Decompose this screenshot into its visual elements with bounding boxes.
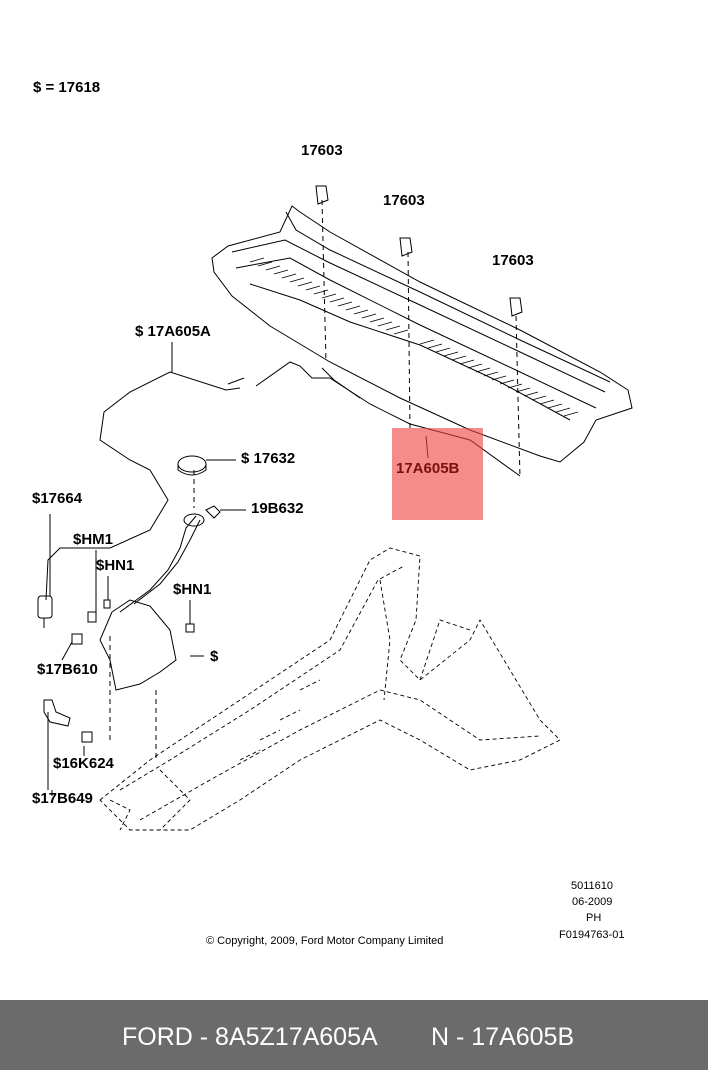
cowl-panel xyxy=(211,205,633,463)
callout-screw-hn1-b: $HN1 xyxy=(173,581,212,598)
copyright: © Copyright, 2009, Ford Motor Company Li… xyxy=(206,935,444,947)
pump-shape xyxy=(37,595,53,619)
callout-bolt-a: 17603 xyxy=(301,142,343,159)
callout-hose-b: 17A605B xyxy=(396,460,460,477)
reservoir xyxy=(99,599,177,691)
drawing-number: 5011610 xyxy=(571,880,614,892)
callout-bolt-c: 17603 xyxy=(492,252,534,269)
cap-shape xyxy=(177,455,207,473)
footer-part-number: FORD - 8A5Z17A605A xyxy=(122,1023,378,1051)
callout-bolt-b: 17603 xyxy=(383,192,425,209)
hose-a xyxy=(45,371,241,601)
frame-rail xyxy=(99,547,561,831)
callout-connector: $17B649 xyxy=(32,790,93,807)
callout-hose-a: $ 17A605A xyxy=(135,323,211,340)
highlight-box xyxy=(392,428,483,520)
callout-bracket: $17B610 xyxy=(37,661,98,678)
callout-screw-hm1: $HM1 xyxy=(73,531,114,548)
footer-bar xyxy=(0,1000,708,1070)
callout-sensor: $16K624 xyxy=(53,755,114,772)
callout-cap: $ 17632 xyxy=(241,450,296,467)
parts-diagram xyxy=(37,185,633,831)
callout-screw-hn1-a: $HN1 xyxy=(96,557,135,574)
footer-reference: N - 17A605B xyxy=(431,1023,575,1051)
drawing-code: PH xyxy=(586,912,602,924)
drawing-date: 06-2009 xyxy=(572,896,613,908)
callout-nut: $ xyxy=(210,648,219,665)
callout-pump: $17664 xyxy=(32,490,83,507)
figure-id: F0194763-01 xyxy=(559,929,625,941)
callout-clip: 19B632 xyxy=(251,500,304,517)
bolt-icons xyxy=(315,185,523,317)
legend-note: $ = 17618 xyxy=(33,79,101,96)
